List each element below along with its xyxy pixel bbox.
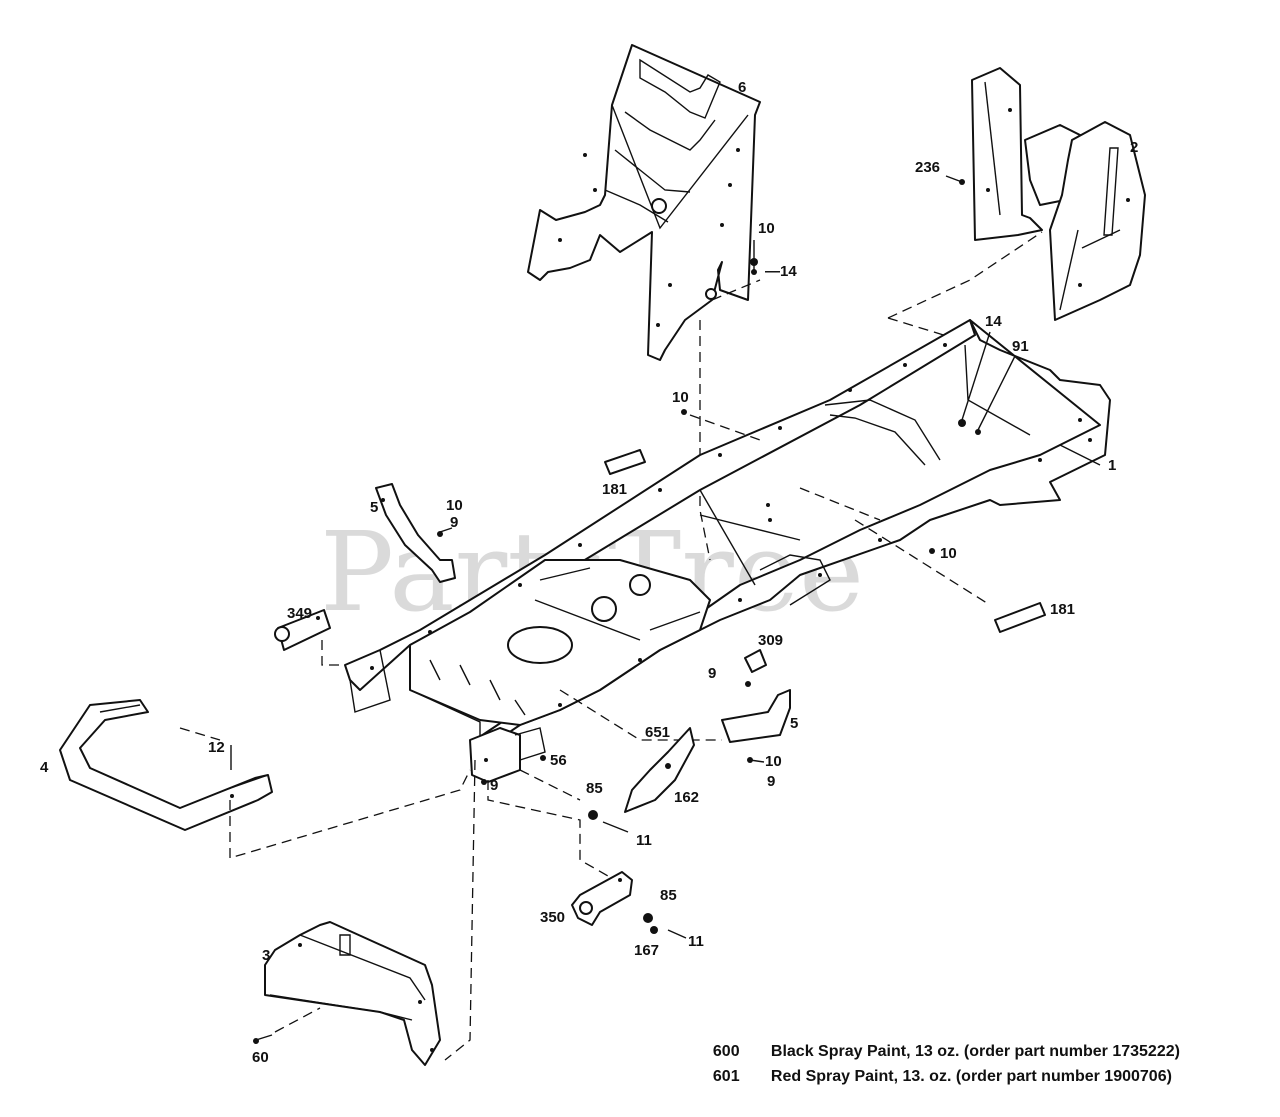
decal-part-181-a[interactable]: [604, 449, 646, 475]
callout-91: 91: [1012, 338, 1029, 355]
rear-bracket-part-2[interactable]: [971, 67, 1146, 321]
callout-2: 2: [1130, 139, 1138, 156]
callout-349: 349: [287, 605, 312, 622]
bumper-part-4[interactable]: [59, 699, 273, 831]
callout-3: 3: [262, 947, 270, 964]
bracket-part-5-left[interactable]: [375, 483, 456, 583]
bracket-part-5-right[interactable]: [721, 689, 791, 743]
callout-10-a: 10: [758, 220, 775, 237]
callout-14-b: 14: [985, 313, 1002, 330]
callout-162: 162: [674, 789, 699, 806]
callout-651: 651: [645, 724, 670, 741]
callout-9-c: 9: [767, 773, 775, 790]
callout-4: 4: [40, 759, 49, 776]
callout-1: 1: [1108, 457, 1116, 474]
hardware-part-309[interactable]: [744, 649, 767, 673]
callout-309: 309: [758, 632, 783, 649]
callout-9-d: 9: [490, 777, 498, 794]
callout-10-e: 10: [765, 753, 782, 770]
callout-10-d: 10: [940, 545, 957, 562]
callout-11-b: 11: [688, 933, 704, 950]
callout-12: 12: [208, 739, 225, 756]
bracket-part-350[interactable]: [571, 871, 633, 926]
callout-181-a: 181: [602, 481, 627, 498]
decal-part-181-b[interactable]: [994, 602, 1046, 633]
callout-56: 56: [550, 752, 567, 769]
bracket-part-349[interactable]: [274, 609, 331, 651]
callout-5-a: 5: [370, 499, 378, 516]
panel-part-162[interactable]: [624, 727, 695, 813]
callout-350: 350: [540, 909, 565, 926]
note-row-600: 600 Black Spray Paint, 13 oz. (order part…: [704, 1025, 1180, 1061]
note-text: Black Spray Paint, 13 oz. (order part nu…: [770, 1043, 1180, 1060]
callout-10-c: 10: [446, 497, 463, 514]
callout-9-a: 9: [450, 514, 458, 531]
callout-14-a: —14: [765, 263, 797, 280]
callout-167: 167: [634, 942, 659, 959]
callout-85-a: 85: [586, 780, 603, 797]
callout-181-b: 181: [1050, 601, 1075, 618]
callout-10-b: 10: [672, 389, 689, 406]
callout-5-b: 5: [790, 715, 798, 732]
tray-part-3[interactable]: [264, 921, 441, 1066]
dash-panel-part-6[interactable]: [527, 44, 761, 361]
callout-9-b: 9: [708, 665, 716, 682]
main-frame-part-1[interactable]: [344, 319, 1111, 783]
callout-236: 236: [915, 159, 940, 176]
note-code: 601: [712, 1068, 740, 1085]
callout-85-b: 85: [660, 887, 677, 904]
callout-6: 6: [738, 79, 746, 96]
note-text: Red Spray Paint, 13. oz. (order part num…: [770, 1068, 1172, 1085]
note-code: 600: [712, 1043, 740, 1060]
callout-11-a: 11: [636, 832, 652, 849]
callout-60: 60: [252, 1049, 269, 1066]
note-row-601: 601 Red Spray Paint, 13. oz. (order part …: [704, 1050, 1172, 1086]
